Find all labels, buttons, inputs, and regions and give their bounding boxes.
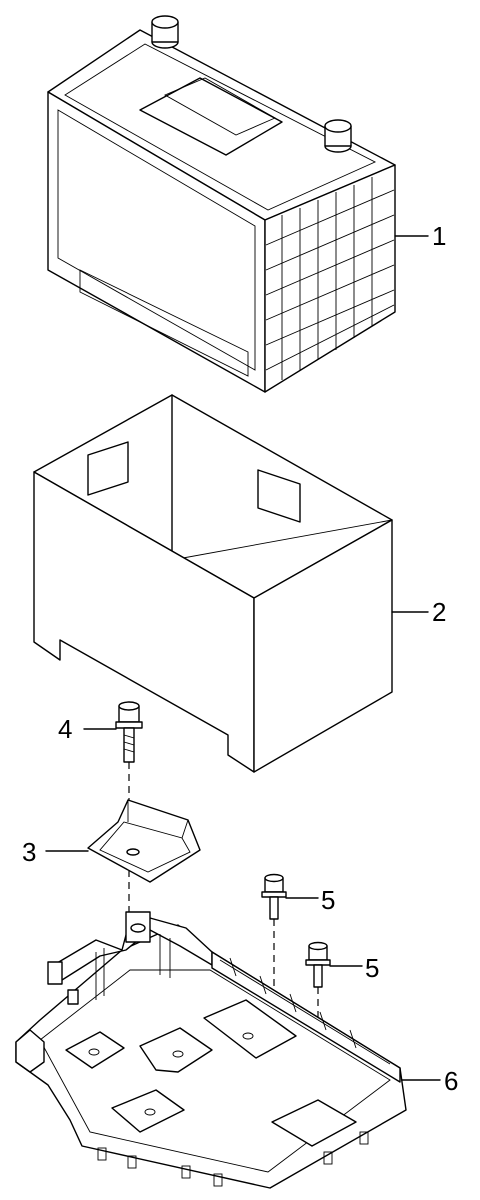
callout-5a: 5: [321, 885, 335, 915]
callout-1: 1: [432, 221, 446, 251]
terminal-left: [151, 15, 179, 49]
callout-3: 3: [22, 837, 36, 867]
tray-bolt-a: 5: [261, 873, 335, 920]
battery-cover: 2: [33, 394, 446, 773]
callout-5b: 5: [365, 953, 379, 983]
callout-2: 2: [432, 597, 446, 627]
callout-4: 4: [58, 714, 72, 744]
callout-6: 6: [444, 1066, 458, 1096]
hold-down-bracket: 3: [22, 799, 201, 883]
terminal-right: [324, 119, 352, 153]
battery: 1: [47, 15, 446, 393]
tray-bolt-b: 5: [305, 941, 379, 988]
battery-tray: 6: [15, 911, 458, 1189]
bracket-bolt: 4: [58, 701, 143, 763]
